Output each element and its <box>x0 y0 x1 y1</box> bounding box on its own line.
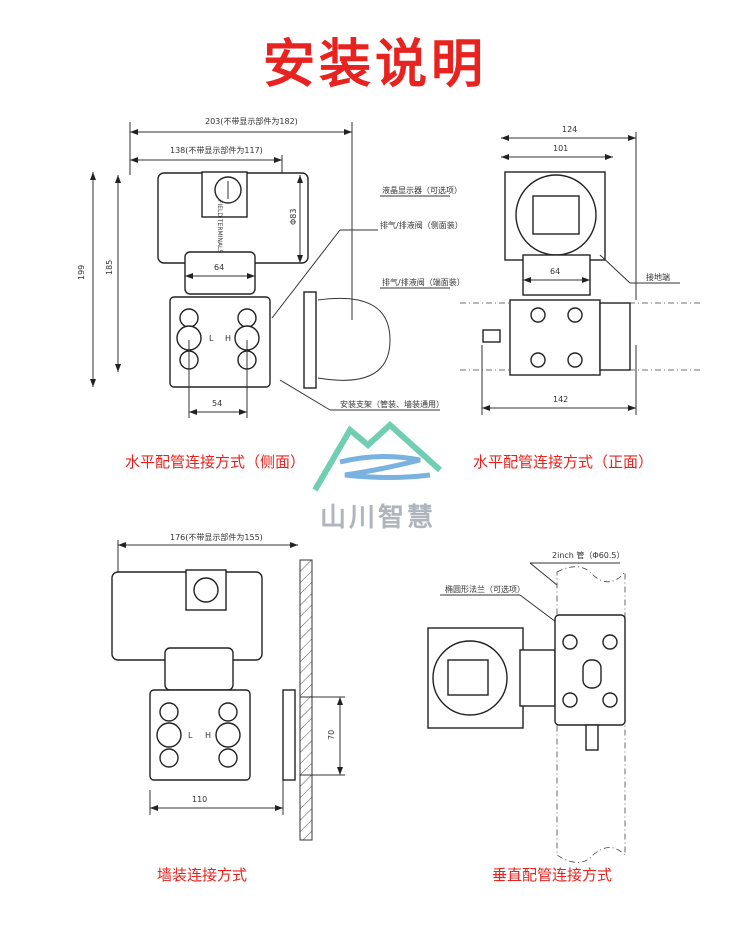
label-pipe: 2inch 管（Φ60.5） <box>552 550 625 560</box>
caption-wall-view: 墙装连接方式 <box>157 866 248 884</box>
vertical-view-drawing: 2inch 管（Φ60.5） 椭圆形法兰（可选项） <box>427 550 626 863</box>
dim-front-bottom: 142 <box>553 395 568 404</box>
dim-wall-flange: 110 <box>192 795 207 804</box>
front-view-drawing: 124 101 64 142 接地端 <box>460 125 700 415</box>
watermark-logo-icon <box>312 420 443 492</box>
dim-height-total: 199 <box>77 265 86 280</box>
label-vent-end: 排气/排液阀（端面装） <box>382 277 465 287</box>
wall-view-drawing: 176(不带显示部件为155) L H 110 70 <box>111 532 345 841</box>
label-lcd: 液晶显示器（可选项） <box>382 185 462 195</box>
dim-neck: 64 <box>214 263 224 272</box>
side-view-drawing: 203(不带显示部件为182) 138(不带显示部件为117) 199 185 … <box>77 116 465 418</box>
caption-side-view: 水平配管连接方式（侧面） <box>125 453 306 471</box>
label-ground: 接地端 <box>646 272 670 282</box>
terminal-label: FIELD TERMINALS <box>216 200 223 253</box>
dim-flange: 54 <box>212 399 222 408</box>
page-title: 安装说明 <box>262 35 487 95</box>
label-vent-side: 排气/排液阀（侧面装） <box>380 220 463 230</box>
dim-front-body: 101 <box>553 144 568 153</box>
port-l: L <box>209 334 214 343</box>
dim-front-total: 124 <box>562 125 577 134</box>
dim-dia: Φ83 <box>289 209 298 225</box>
watermark-text: 山川智慧 <box>320 503 437 533</box>
dim-height: 185 <box>105 260 114 275</box>
dim-wall-total: 176(不带显示部件为155) <box>170 532 263 542</box>
label-bracket: 安装支架（管装、墙装通用） <box>340 399 444 409</box>
dim-front-neck: 64 <box>550 267 560 276</box>
caption-vertical-view: 垂直配管连接方式 <box>492 866 613 884</box>
dim-body: 138(不带显示部件为117) <box>170 145 263 155</box>
caption-front-view: 水平配管连接方式（正面） <box>473 453 654 471</box>
dim-total: 203(不带显示部件为182) <box>205 116 298 126</box>
dim-wall-bolt: 70 <box>327 730 336 740</box>
wall-port-h: H <box>205 731 211 740</box>
port-h: H <box>225 334 231 343</box>
label-flange: 椭圆形法兰（可选项） <box>445 584 525 594</box>
wall-port-l: L <box>188 731 193 740</box>
